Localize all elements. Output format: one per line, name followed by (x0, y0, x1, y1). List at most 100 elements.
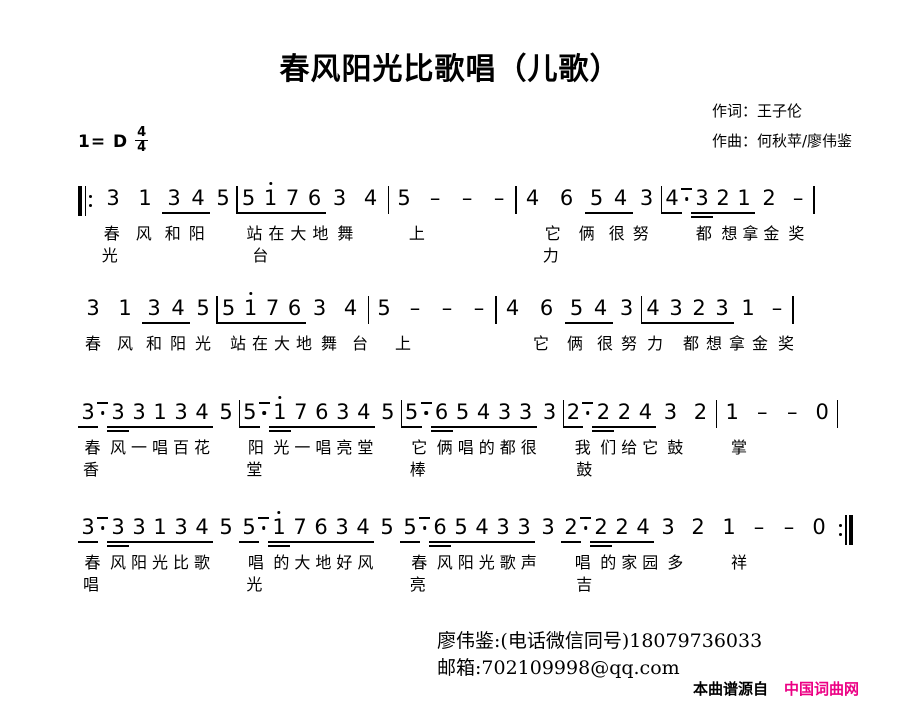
barline (515, 186, 517, 214)
augmentation-dot (582, 400, 594, 409)
augmentation-dot (681, 186, 693, 195)
note: 2 (688, 296, 719, 329)
note: 5 (237, 186, 269, 219)
note: 3 (541, 515, 555, 539)
key-signature: 1= D (78, 131, 129, 152)
lyric-syllable: 的 (600, 553, 617, 572)
note: 3 (639, 186, 654, 210)
note: 3 (332, 400, 362, 433)
lyric-group: 唱的家园多吉 (568, 552, 713, 596)
lyric-syllable: 堂 (357, 438, 374, 457)
note: 3 (663, 400, 678, 424)
note: 4 (599, 186, 633, 219)
measure: 1––0 (714, 515, 834, 548)
note: 4 (363, 186, 378, 210)
lyric-group: 它俩很努力 (525, 333, 669, 355)
lyric-syllable: 唱 (82, 575, 99, 594)
note: 4 (177, 186, 211, 219)
note: 5 (400, 515, 420, 548)
lyric-syllable: 光 (151, 553, 168, 572)
lyric-syllable: 很 (608, 224, 625, 243)
note: 3 (86, 296, 100, 320)
lyric-group: 都想拿金奖 (680, 333, 830, 355)
hold-dash: – (792, 186, 804, 210)
lyrics-row: 春风和阳光站在大地舞台上它俩很努力都想拿金奖 (78, 333, 838, 359)
lyric-syllable: 台 (252, 246, 269, 265)
lyric-syllable: 它 (544, 224, 561, 243)
meter-numerator: 4 (135, 125, 149, 142)
lyric-group: 我们给它鼓鼓 (568, 437, 713, 481)
lyric-syllable: 风 (357, 553, 374, 572)
lyric-syllable: 光 (246, 575, 263, 594)
hold-dash: – (753, 515, 765, 539)
note: 5 (380, 515, 394, 539)
lyric-syllable: 亮 (409, 575, 426, 594)
lyric-syllable: 一 (294, 438, 311, 457)
note: 3 (494, 400, 524, 433)
augmentation-dot (420, 400, 432, 409)
note: 3 (78, 515, 98, 548)
barline (495, 296, 497, 324)
note: 2 (592, 400, 615, 433)
lyric-group: 春风阳光比歌唱 (78, 552, 231, 596)
lyric-syllable: 棒 (409, 460, 426, 479)
note: 6 (559, 186, 574, 210)
lyric-syllable: 俩 (436, 438, 453, 457)
lyric-group: 站在大地舞台 (243, 223, 391, 267)
lyric-syllable: 风 (135, 224, 152, 243)
note: 7 (290, 515, 319, 548)
lyric-group: 阳光一唱亮堂堂 (241, 437, 394, 481)
lyric-syllable: 给 (621, 438, 638, 457)
note: 7 (290, 400, 320, 433)
note: 1 (140, 515, 171, 548)
lyric-syllable: 它 (532, 334, 549, 353)
note: 3 (171, 400, 200, 433)
lyrics-row: 春风和阳光站在大地舞台上它俩很努力都想拿金奖 (78, 223, 838, 265)
note: 4 (623, 515, 654, 548)
note: 6 (301, 515, 332, 548)
hold-dash: – (409, 296, 421, 320)
lyric-syllable: 都 (695, 224, 712, 243)
lyric-group: 它俩很努力 (537, 223, 679, 267)
note: 3 (162, 186, 196, 219)
lyric-syllable: 阳 (169, 334, 186, 353)
lyric-group: 站在大地舞台 (227, 333, 377, 355)
note: 3 (129, 515, 158, 548)
note: 4 (642, 296, 673, 329)
lyric-syllable: 金 (751, 334, 768, 353)
lyric-syllable: 鼓 (667, 438, 684, 457)
note: 4 (157, 296, 190, 329)
lyric-syllable: 歌 (193, 553, 210, 572)
lyric-syllable: 鼓 (576, 460, 593, 479)
contact-email-line: 邮箱:702109998@qq.com (437, 657, 680, 679)
note: 6 (301, 400, 333, 433)
lyric-syllable: 阳 (247, 438, 264, 457)
hold-dash: – (493, 186, 505, 210)
lyric-syllable: 力 (542, 246, 559, 265)
note: 3 (107, 400, 129, 433)
lyric-syllable: 比 (172, 553, 189, 572)
note: 5 (584, 186, 618, 219)
note: 2 (590, 515, 612, 548)
barline (367, 296, 369, 324)
hold-dash: – (771, 296, 783, 320)
note: 3 (171, 515, 200, 548)
note: 1 (230, 296, 262, 329)
barline (716, 400, 718, 428)
note: 6 (274, 296, 306, 329)
lyric-group: 春风和阳光 (97, 223, 233, 267)
lyric-syllable: 唱 (457, 438, 474, 457)
lyric-syllable: 大 (294, 553, 311, 572)
lyric-syllable: 大 (290, 224, 307, 243)
lyric-syllable: 风 (109, 553, 126, 572)
lyric-syllable: 站 (229, 334, 246, 353)
note: 2 (762, 186, 776, 210)
measure: 5––– (369, 296, 495, 329)
